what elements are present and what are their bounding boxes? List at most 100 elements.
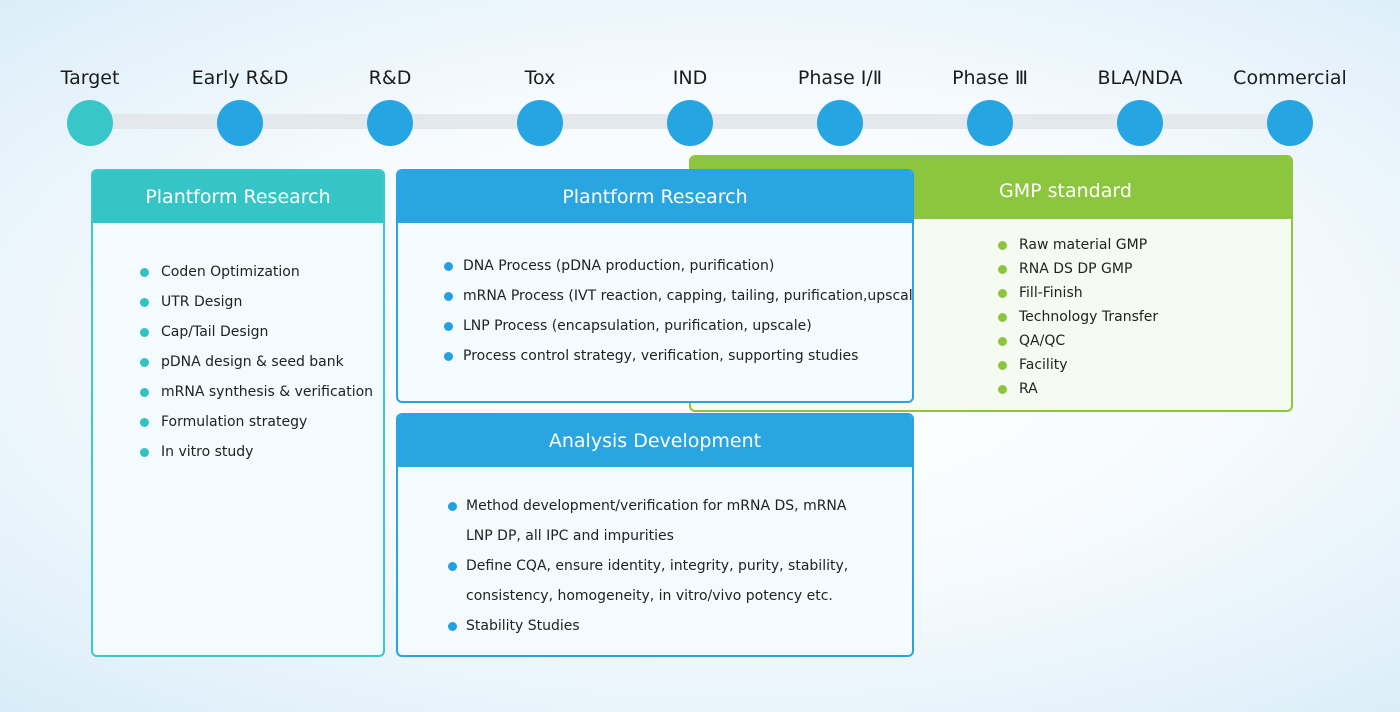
analysis-development-card: Analysis Development Method development/… xyxy=(396,413,914,657)
pipeline-timeline: Target Early R&D R&D Tox IND Phase Ⅰ/Ⅱ P… xyxy=(0,0,1400,150)
stage-marker xyxy=(667,100,713,146)
stage-label: Early R&D xyxy=(191,67,289,89)
list-item-text: Formulation strategy xyxy=(161,414,308,430)
bullet-icon xyxy=(140,328,149,337)
stage-marker xyxy=(367,100,413,146)
stage-label: R&D xyxy=(368,67,412,89)
bullet-icon xyxy=(444,262,453,271)
stage-marker xyxy=(817,100,863,146)
list-item: Define CQA, ensure identity, integrity, … xyxy=(448,551,912,611)
bullet-icon xyxy=(998,385,1007,394)
list-item: In vitro study xyxy=(140,437,383,467)
stage-label: Phase Ⅰ/Ⅱ xyxy=(797,67,883,89)
analysis-list: Method development/verification for mRNA… xyxy=(398,467,912,641)
list-item: RNA DS DP GMP xyxy=(998,257,1291,281)
list-item: Facility xyxy=(998,353,1291,377)
list-item-text: Stability Studies xyxy=(466,618,580,634)
bullet-icon xyxy=(140,358,149,367)
stage-target: Target xyxy=(10,64,170,146)
list-item: QA/QC xyxy=(998,329,1291,353)
list-item: RA xyxy=(998,377,1291,401)
stage-marker xyxy=(967,100,1013,146)
bullet-icon xyxy=(448,502,457,511)
bullet-icon xyxy=(140,388,149,397)
list-item-text: Cap/Tail Design xyxy=(161,324,269,340)
list-item: Coden Optimization xyxy=(140,257,383,287)
list-item-text: UTR Design xyxy=(161,294,243,310)
stage-label: IND xyxy=(672,67,708,89)
list-item: LNP Process (encapsulation, purification… xyxy=(444,311,912,341)
stage-ind: IND xyxy=(610,64,770,146)
list-item-text: RA xyxy=(1019,381,1038,397)
bullet-icon xyxy=(998,241,1007,250)
list-item-text: mRNA synthesis & verification xyxy=(161,384,374,400)
list-item-text: Facility xyxy=(1019,357,1068,373)
stage-phase-1-2: Phase Ⅰ/Ⅱ xyxy=(760,64,920,146)
stage-marker xyxy=(217,100,263,146)
stage-rd: R&D xyxy=(310,64,470,146)
list-item-text: LNP DP, all IPC and impurities xyxy=(466,528,674,544)
list-item-text: Fill-Finish xyxy=(1019,285,1083,301)
list-item-text: In vitro study xyxy=(161,444,254,460)
bullet-icon xyxy=(998,313,1007,322)
bullet-icon xyxy=(140,268,149,277)
list-item-text: DNA Process (pDNA production, purificati… xyxy=(463,258,775,274)
stage-commercial: Commercial xyxy=(1210,64,1370,146)
bullet-icon xyxy=(444,322,453,331)
gmp-list: Raw material GMP RNA DS DP GMP Fill-Fini… xyxy=(691,219,1291,401)
stage-phase-3: Phase Ⅲ xyxy=(910,64,1070,146)
list-item: Raw material GMP xyxy=(998,233,1291,257)
list-item-text: consistency, homogeneity, in vitro/vivo … xyxy=(466,588,833,604)
list-item-text: mRNA Process (IVT reaction, capping, tai… xyxy=(463,288,914,304)
list-item-text: Define CQA, ensure identity, integrity, … xyxy=(466,558,849,574)
card-title: Plantform Research xyxy=(93,171,383,223)
list-item: UTR Design xyxy=(140,287,383,317)
list-item: Cap/Tail Design xyxy=(140,317,383,347)
card-title: Analysis Development xyxy=(398,415,912,467)
stage-marker xyxy=(67,100,113,146)
list-item: pDNA design & seed bank xyxy=(140,347,383,377)
list-item: Process control strategy, verification, … xyxy=(444,341,912,371)
platform-research-card-mid: Plantform Research DNA Process (pDNA pro… xyxy=(396,169,914,403)
platform-mid-list: DNA Process (pDNA production, purificati… xyxy=(398,223,912,371)
bullet-icon xyxy=(140,418,149,427)
bullet-icon xyxy=(448,622,457,631)
bullet-icon xyxy=(444,292,453,301)
stage-bla-nda: BLA/NDA xyxy=(1060,64,1220,146)
list-item-text: Technology Transfer xyxy=(1019,309,1159,325)
list-item-text: Raw material GMP xyxy=(1019,237,1148,253)
list-item: Stability Studies xyxy=(448,611,912,641)
stage-marker xyxy=(1267,100,1313,146)
stage-marker xyxy=(517,100,563,146)
stage-early-rd: Early R&D xyxy=(160,64,320,146)
list-item: Formulation strategy xyxy=(140,407,383,437)
stage-label: Tox xyxy=(524,67,556,89)
stage-label: BLA/NDA xyxy=(1097,67,1183,89)
bullet-icon xyxy=(140,298,149,307)
platform-left-list: Coden Optimization UTR Design Cap/Tail D… xyxy=(93,223,383,467)
bullet-icon xyxy=(998,265,1007,274)
stage-marker xyxy=(1117,100,1163,146)
bullet-icon xyxy=(444,352,453,361)
list-item: mRNA synthesis & verification xyxy=(140,377,383,407)
bullet-icon xyxy=(998,337,1007,346)
bullet-icon xyxy=(448,562,457,571)
list-item-text: RNA DS DP GMP xyxy=(1019,261,1133,277)
list-item: Fill-Finish xyxy=(998,281,1291,305)
bullet-icon xyxy=(998,289,1007,298)
stage-label: Commercial xyxy=(1233,67,1347,89)
list-item-text: LNP Process (encapsulation, purification… xyxy=(463,318,812,334)
list-item: Method development/verification for mRNA… xyxy=(448,491,912,551)
card-title: Plantform Research xyxy=(398,171,912,223)
list-item-text: Coden Optimization xyxy=(161,264,300,280)
stage-label: Phase Ⅲ xyxy=(952,67,1028,89)
list-item-text: Method development/verification for mRNA… xyxy=(466,498,847,514)
list-item-text: pDNA design & seed bank xyxy=(161,354,344,370)
bullet-icon xyxy=(140,448,149,457)
stage-tox: Tox xyxy=(460,64,620,146)
list-item: DNA Process (pDNA production, purificati… xyxy=(444,251,912,281)
list-item-text: QA/QC xyxy=(1019,333,1066,349)
stage-label: Target xyxy=(60,67,120,89)
bullet-icon xyxy=(998,361,1007,370)
platform-research-card-left: Plantform Research Coden Optimization UT… xyxy=(91,169,385,657)
